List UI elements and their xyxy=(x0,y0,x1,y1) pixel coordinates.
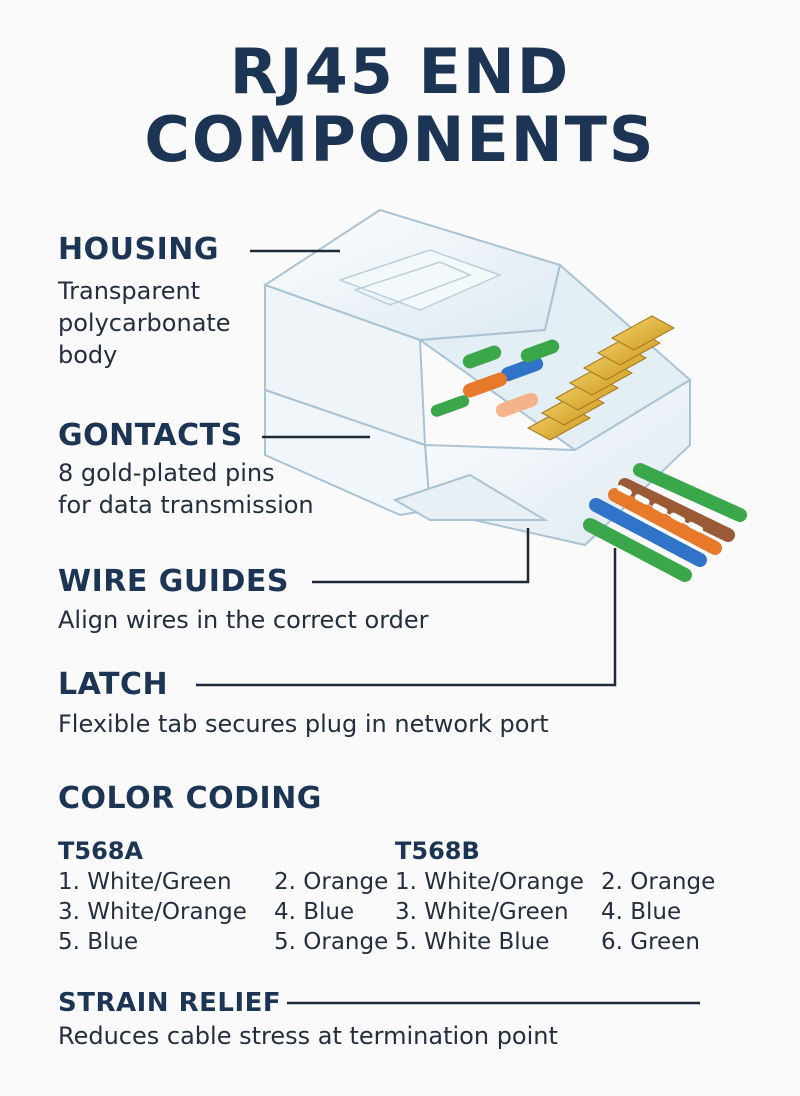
gold-contacts xyxy=(526,315,676,441)
leader-lines xyxy=(196,249,700,1005)
housing-label: HOUSING xyxy=(58,232,219,267)
t568a-item: 5. Orange xyxy=(274,929,389,955)
latch-leader xyxy=(196,548,617,687)
t568b-item: 6. Green xyxy=(601,929,700,955)
title-line-1: RJ45 END xyxy=(229,35,571,108)
t568a-item: 1. White/Green xyxy=(58,869,232,895)
wire-guides-label: WIRE GUIDES xyxy=(58,564,289,599)
strain-relief-label: STRAIN RELIEF xyxy=(58,988,282,1018)
t568b-item: 4. Blue xyxy=(601,899,682,925)
latch-tab xyxy=(392,473,549,521)
internal-wires xyxy=(430,339,560,418)
t568a-item: 4. Blue xyxy=(274,899,355,925)
housing-desc-3: body xyxy=(58,341,118,369)
t568b-item: 3. White/Green xyxy=(395,899,569,925)
color-coding-heading: COLOR CODING xyxy=(58,781,322,816)
t568b-title: T568B xyxy=(395,837,480,865)
title-line-2: COMPONENTS xyxy=(144,103,656,176)
contacts-desc-1: 8 gold-plated pins xyxy=(58,459,275,487)
wire-guides-desc: Align wires in the correct order xyxy=(58,606,429,634)
latch-desc: Flexible tab secures plug in network por… xyxy=(58,710,549,738)
contacts-desc-2: for data transmission xyxy=(58,491,314,519)
housing-desc-1: Transparent xyxy=(58,277,201,305)
cable-wires xyxy=(583,463,747,582)
page-title: RJ45 END COMPONENTS xyxy=(0,38,800,174)
latch-label: LATCH xyxy=(58,667,169,702)
t568a-title: T568A xyxy=(58,837,144,865)
strain-relief-desc: Reduces cable stress at termination poin… xyxy=(58,1022,558,1050)
t568a-item: 3. White/Orange xyxy=(58,899,247,925)
t568a-item: 5. Blue xyxy=(58,929,139,955)
t568b-item: 5. White Blue xyxy=(395,929,550,955)
housing-desc-2: polycarbonate xyxy=(58,309,231,337)
t568b-item: 2. Orange xyxy=(601,869,716,895)
t568b-item: 1. White/Orange xyxy=(395,869,584,895)
wire-guides-leader xyxy=(312,528,530,584)
contacts-label: GONTACTS xyxy=(58,418,243,453)
t568a-item: 2. Orange xyxy=(274,869,389,895)
